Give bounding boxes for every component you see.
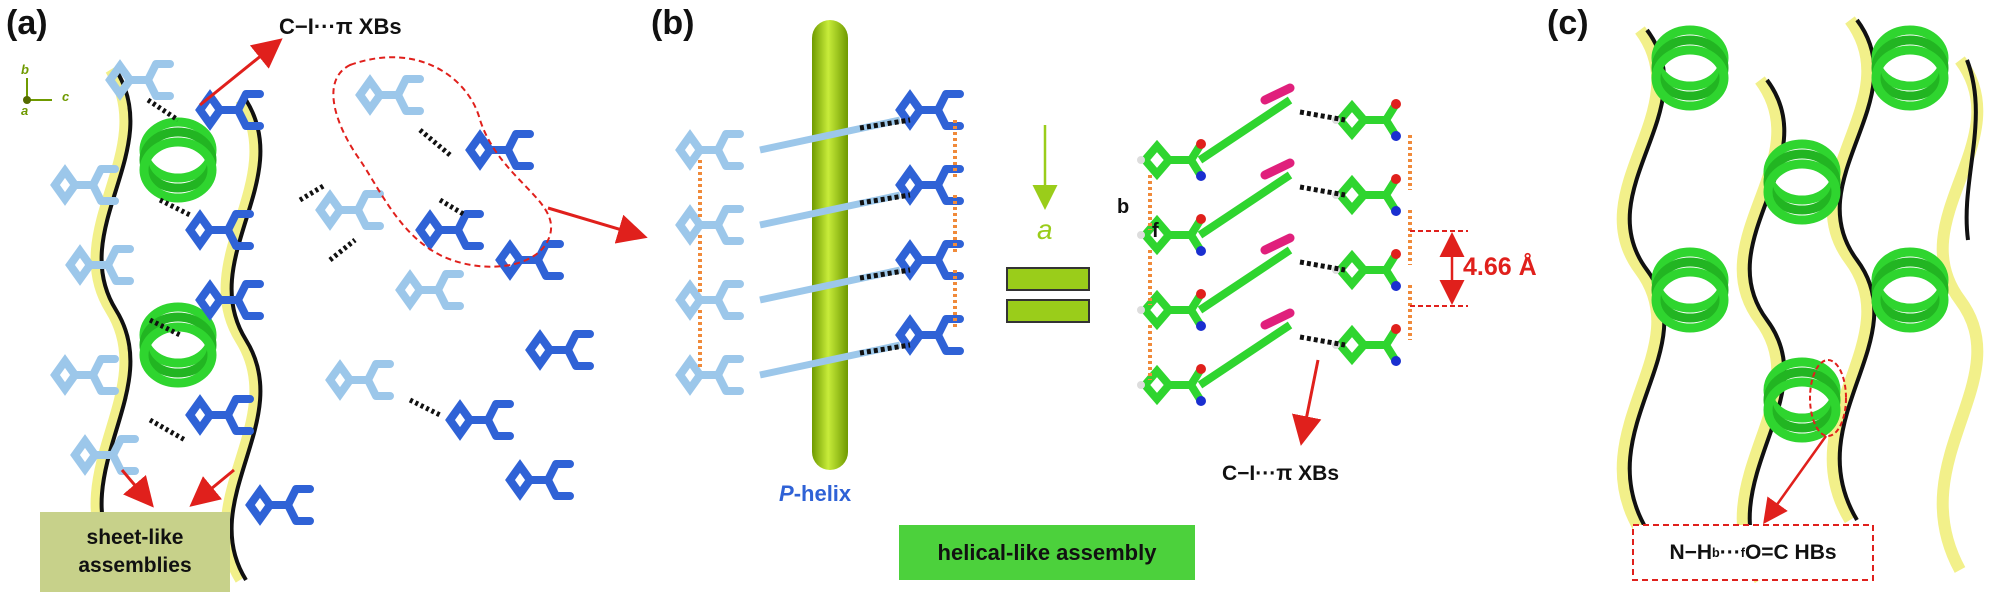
hb-pre: N−H [1669, 540, 1713, 564]
sheet-like-line2: assemblies [78, 554, 192, 577]
axis-a-label: a [21, 103, 29, 118]
molecule-b-3 [680, 284, 740, 316]
panel-a-letter: (a) [6, 4, 48, 42]
ribbon-c-4 [1936, 56, 1984, 573]
hb-dashes-b-left [698, 120, 957, 370]
coil-c-5 [1876, 252, 1944, 328]
distance-label: 4.66 Å [1463, 253, 1537, 281]
coil-c-4 [1656, 252, 1724, 328]
sheet-like-box: sheet-like assemblies [40, 512, 230, 592]
ribbon-c-3 [1826, 16, 1874, 524]
molecule-b-4 [680, 359, 740, 391]
molecule-a-19 [510, 464, 570, 496]
label-f: f [1152, 220, 1159, 242]
coil-a-1 [144, 122, 212, 198]
molecule-a-12 [330, 364, 390, 396]
hb-label-box [1632, 524, 1874, 581]
p-helix-italic: P [779, 481, 794, 506]
ribbon-c-1 [1616, 26, 1664, 534]
molecule-a-13 [360, 79, 420, 111]
molecule-b-g3 [1137, 289, 1206, 331]
coil-c-2 [1876, 30, 1944, 106]
label-b: b [1117, 196, 1130, 218]
panel-b [680, 20, 1468, 470]
arrow-a-to-b [547, 206, 648, 244]
panel-a [23, 38, 648, 583]
xb-dashes-a [146, 97, 467, 443]
rod-linkers [759, 116, 901, 379]
arrow-a-xb [199, 38, 283, 107]
ribbon-a-2-edge [229, 98, 263, 582]
ribbon-a-1 [90, 67, 130, 563]
molecule-a-4 [55, 359, 115, 391]
molecule-a-15 [470, 134, 530, 166]
hb-sup-b: b [1712, 545, 1720, 560]
hb-dots: ··· [1719, 540, 1741, 564]
equals-bar-bottom [1006, 299, 1090, 323]
molecule-a-11 [320, 194, 380, 226]
panel-b-letter: (b) [651, 4, 695, 42]
p-helix-label: P-helix [779, 481, 851, 507]
coil-c-3 [1768, 144, 1836, 220]
arrow-b-xb [1291, 359, 1322, 446]
molecule-a-9 [190, 399, 250, 431]
panel-c-letter: (c) [1547, 4, 1589, 42]
molecule-a-18 [450, 404, 510, 436]
equals-bar-top [1006, 267, 1090, 291]
ribbon-c-1-edge [1627, 28, 1667, 532]
molecule-a-16 [420, 214, 480, 246]
hb-post: O=C HBs [1744, 540, 1837, 564]
ribbon-c-4-edge [1964, 59, 1978, 241]
ribbon-a-2 [220, 97, 260, 583]
axis-c-label: c [62, 89, 70, 104]
selection-outline-a [332, 56, 553, 268]
panel-c [1616, 16, 1984, 584]
molecule-b-1 [680, 134, 740, 166]
arrow-a-sheet-1 [120, 469, 154, 508]
hb-highlight-c [1809, 359, 1847, 437]
green-linkers [1197, 96, 1293, 389]
arrow-c-hb [1763, 435, 1828, 525]
molecule-b-g4 [1137, 364, 1206, 406]
arrow-a-sheet-2 [189, 468, 235, 507]
molecule-b-g1 [1137, 139, 1206, 181]
molecule-a-14 [400, 274, 460, 306]
panel-b-xb-label: C−I···π XBs [1222, 462, 1340, 485]
molecule-b-2 [680, 209, 740, 241]
sheet-like-line1: sheet-like [86, 526, 184, 549]
iodine-tips [1260, 83, 1295, 330]
panel-a-xb-label: C−I···π XBs [279, 14, 402, 39]
p-helix-rest: -helix [793, 481, 852, 506]
axis-a-dot [23, 96, 31, 104]
axis-b-label: b [21, 62, 29, 77]
molecule-b-g2 [1137, 214, 1206, 256]
p-helix-rod [812, 20, 848, 470]
xb-dashes-b-left [859, 117, 911, 356]
coil-a-2 [144, 307, 212, 383]
molecule-a-17 [500, 244, 560, 276]
panel-b-axis-a: a [1037, 214, 1053, 245]
ribbon-a-1-edge [99, 68, 133, 561]
hb-sup-f: f [1740, 545, 1745, 560]
molecule-a-20 [530, 334, 590, 366]
coil-c-1 [1656, 30, 1724, 106]
xb-dashes-b-right [1299, 109, 1346, 348]
ribbon-c-3-edge [1837, 18, 1877, 522]
molecule-a-10 [250, 489, 310, 521]
helical-like-box: helical-like assembly [899, 525, 1195, 580]
